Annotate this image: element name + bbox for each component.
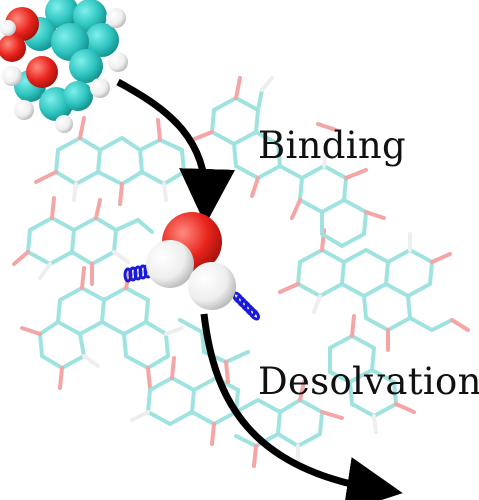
ligand-molecule [0,0,128,133]
binding-label: Binding [258,124,406,167]
desolvation-arrow [200,313,403,500]
chain-bottom [130,356,344,468]
hydrogen-bond-right [232,291,260,321]
chain-upper-left [34,116,206,206]
desolvation-label: Desolvation [258,360,479,403]
chain-lower-left [20,266,184,390]
chain-right-middle [278,228,470,352]
binding-arrow [116,78,236,225]
chain-upper-right [190,76,386,249]
network-fragments [178,122,416,434]
cellulose-network [12,76,470,468]
water-molecule [146,212,236,310]
chain-left-middle [12,196,154,286]
